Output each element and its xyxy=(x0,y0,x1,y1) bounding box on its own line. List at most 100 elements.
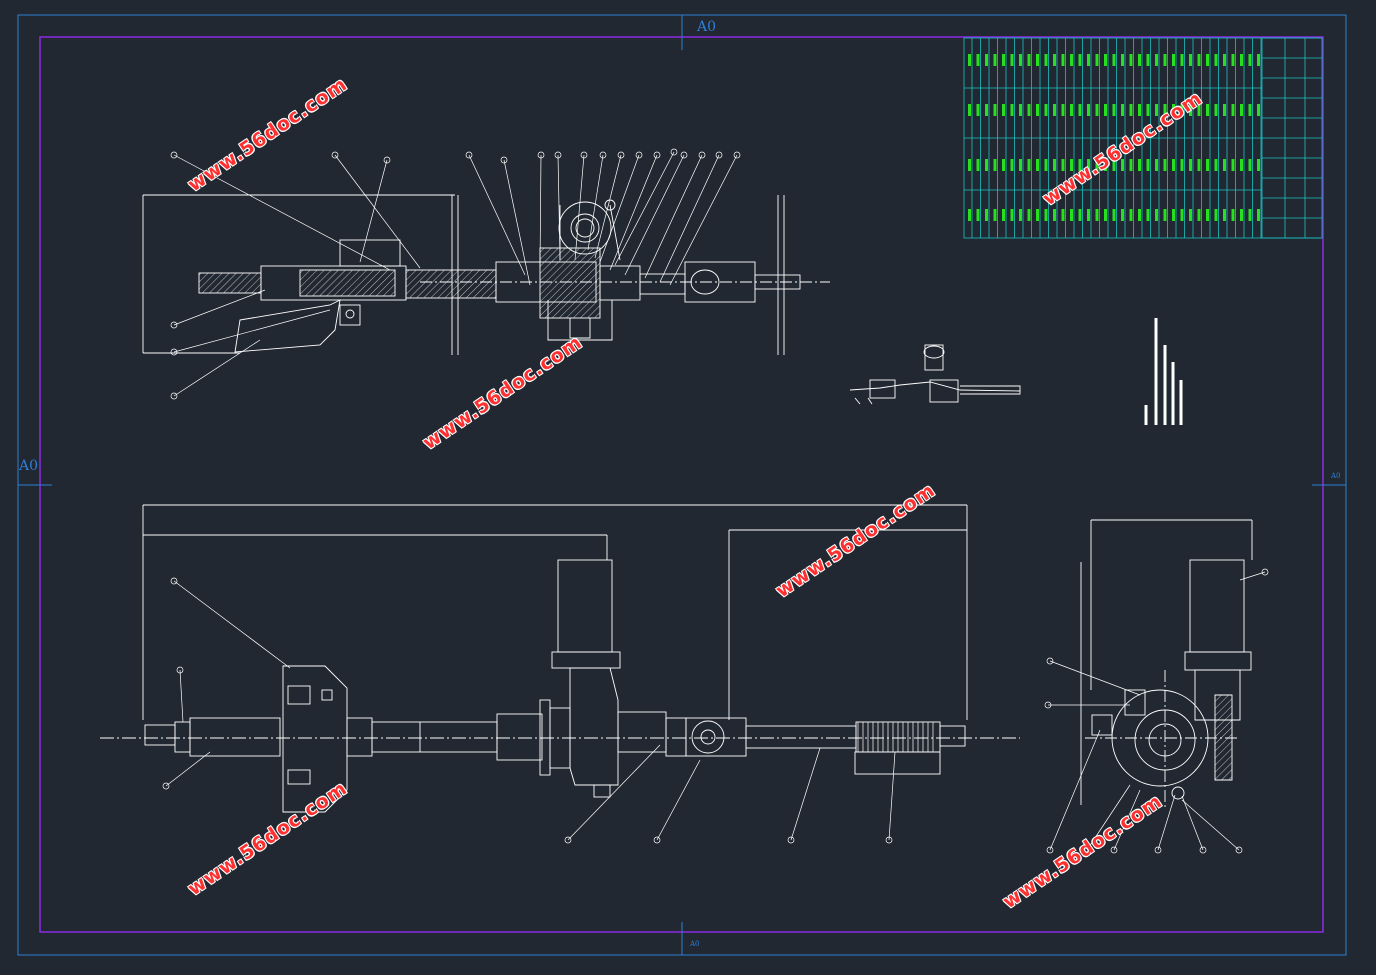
isometric-view[interactable] xyxy=(849,344,1021,405)
table-cell-mark xyxy=(1240,54,1243,66)
table-cell-mark xyxy=(1155,159,1158,171)
part-number-balloon-icon xyxy=(170,321,178,329)
table-cell-mark xyxy=(985,209,988,221)
leader-line xyxy=(1113,789,1141,851)
table-cell-mark xyxy=(1189,104,1192,116)
table-cell-mark xyxy=(1214,54,1218,66)
roughness-bars xyxy=(1144,318,1183,425)
part-number-balloon-icon xyxy=(1046,657,1054,665)
leader-line xyxy=(503,159,531,286)
leader-line xyxy=(1049,729,1101,851)
table-cell-mark xyxy=(1129,209,1133,221)
table-cell-mark xyxy=(1002,54,1005,66)
table-cell-mark xyxy=(1061,104,1065,116)
table-cell-mark xyxy=(1044,209,1048,221)
table-cell-mark xyxy=(1231,104,1235,116)
part-number-balloon-icon xyxy=(617,151,625,159)
table-cell-mark xyxy=(1087,54,1090,66)
table-cell-mark xyxy=(1257,104,1260,116)
table-cell-mark xyxy=(1053,104,1056,116)
table-cell-mark xyxy=(1206,209,1209,221)
table-cell-mark xyxy=(1180,54,1184,66)
table-cell-mark xyxy=(968,209,971,221)
table-cell-mark xyxy=(1061,54,1065,66)
table-cell-mark xyxy=(1053,54,1056,66)
part-number-balloon-icon xyxy=(580,151,588,159)
sheet-size-label-left: A0 xyxy=(19,458,39,474)
table-cell-mark xyxy=(993,54,997,66)
table-cell-mark xyxy=(1223,104,1226,116)
table-cell-mark xyxy=(993,104,997,116)
leader-line xyxy=(173,309,331,353)
leader-line xyxy=(594,154,622,259)
table-cell-mark xyxy=(968,159,971,171)
leader-line xyxy=(624,154,685,276)
table-cell-mark xyxy=(1002,209,1005,221)
table-cell-mark xyxy=(1010,159,1014,171)
part-number-balloon-icon xyxy=(383,156,391,164)
sheet-size-label-top: A0 xyxy=(697,19,717,35)
leader-line xyxy=(468,154,526,276)
table-cell-mark xyxy=(1189,209,1192,221)
table-cell-mark xyxy=(1240,104,1243,116)
table-cell-mark xyxy=(1104,209,1107,221)
table-cell-mark xyxy=(1214,209,1218,221)
leader-line xyxy=(165,751,211,787)
part-number-balloon-icon xyxy=(1083,846,1091,854)
side-view[interactable] xyxy=(1080,519,1253,810)
table-cell-mark xyxy=(1197,209,1201,221)
table-cell-mark xyxy=(1248,104,1252,116)
table-cell-mark xyxy=(1010,54,1014,66)
leader-line xyxy=(587,154,604,251)
table-cell-mark xyxy=(1027,159,1031,171)
section-view-top[interactable] xyxy=(142,194,830,355)
parts-list-table[interactable] xyxy=(963,37,1323,239)
main-assembly-view[interactable] xyxy=(100,504,1020,813)
table-cell-mark xyxy=(1078,54,1082,66)
part-number-balloon-icon xyxy=(170,392,178,400)
table-cell-mark xyxy=(1121,159,1124,171)
part-number-balloon-icon xyxy=(599,151,607,159)
part-number-balloon-icon xyxy=(170,348,178,356)
leader-line xyxy=(173,154,391,271)
table-cell-mark xyxy=(1070,54,1073,66)
leader-line xyxy=(1181,799,1240,851)
leader-line xyxy=(1086,784,1131,851)
table-cell-mark xyxy=(1053,209,1056,221)
table-cell-mark xyxy=(1146,159,1150,171)
table-cell-mark xyxy=(1223,54,1226,66)
table-cell-mark xyxy=(1214,104,1218,116)
table-cell-mark xyxy=(1061,159,1065,171)
table-cell-mark xyxy=(1223,159,1226,171)
table-cell-mark xyxy=(1129,104,1133,116)
table-cell-mark xyxy=(1078,209,1082,221)
leader-line xyxy=(574,154,585,261)
table-cell-mark xyxy=(1257,54,1260,66)
table-cell-mark xyxy=(1129,54,1133,66)
table-cell-mark xyxy=(1053,159,1056,171)
table-cell-mark xyxy=(1206,54,1209,66)
leader-line xyxy=(669,154,738,286)
table-cell-mark xyxy=(1044,159,1048,171)
table-cell-mark xyxy=(1180,159,1184,171)
leader-line xyxy=(567,744,661,841)
part-number-balloon-icon xyxy=(170,151,178,159)
table-cell-mark xyxy=(1138,54,1141,66)
table-cell-mark xyxy=(1036,104,1039,116)
table-cell-mark xyxy=(1027,104,1031,116)
table-cell-mark xyxy=(1044,54,1048,66)
leader-line xyxy=(1239,571,1266,581)
table-cell-mark xyxy=(1155,104,1158,116)
table-cell-mark xyxy=(1036,209,1039,221)
table-cell-mark xyxy=(976,159,980,171)
table-cell-mark xyxy=(985,104,988,116)
table-cell-mark xyxy=(1257,209,1260,221)
part-number-balloon-icon xyxy=(787,836,795,844)
table-cell-mark xyxy=(1070,209,1073,221)
table-cell-mark xyxy=(1010,104,1014,116)
table-cell-mark xyxy=(1248,209,1252,221)
part-number-balloon-icon xyxy=(170,577,178,585)
part-number-balloon-icon xyxy=(653,151,661,159)
table-cell-mark xyxy=(1087,159,1090,171)
